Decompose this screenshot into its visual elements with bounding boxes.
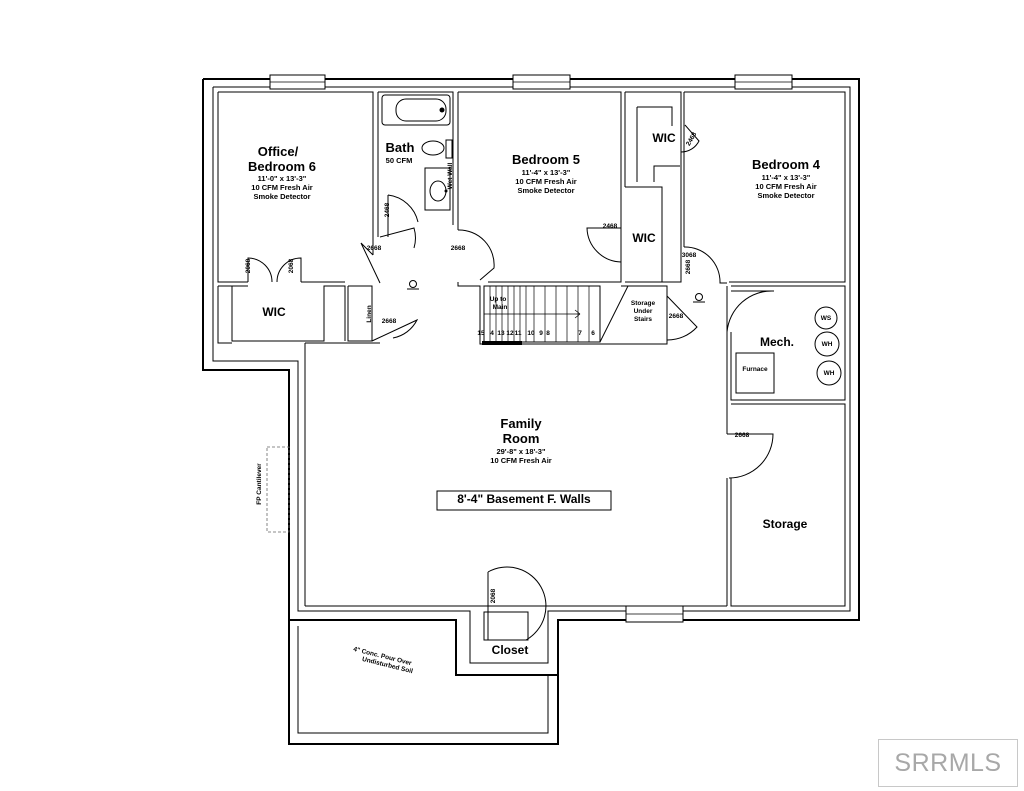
door-size-label: 2668 <box>669 313 684 320</box>
wall-note: 8'-4" Basement F. Walls <box>457 492 591 506</box>
linen-label: Linen <box>366 305 373 322</box>
office-dims: 11'-0" x 13'-3" <box>258 174 307 183</box>
door-size-label: 2468 <box>603 223 618 230</box>
doors <box>247 124 775 641</box>
fixtures <box>381 94 842 394</box>
bedroom5-dims: 11'-4" x 13'-3" <box>522 168 571 177</box>
wic-office-label: WIC <box>262 305 286 319</box>
office-title-1: Office/ <box>258 144 299 159</box>
cantilever-outline <box>266 446 290 533</box>
smoke-detector-icon <box>693 293 705 303</box>
door-size-label: 2668 <box>685 259 692 274</box>
wh2-label: WH <box>824 370 835 377</box>
wall-note-box <box>436 490 612 511</box>
stairs <box>482 285 629 345</box>
bedroom4-air: 10 CFM Fresh Air <box>755 182 816 191</box>
bath-wet-wall: Wet Wall <box>447 162 454 189</box>
furnace-label: Furnace <box>742 366 768 373</box>
door-size-label: 2668 <box>735 432 750 439</box>
step-number: 10 <box>527 330 535 337</box>
watermark: SRRMLS <box>878 739 1018 787</box>
bath-cfm: 50 CFM <box>386 156 413 165</box>
door-size-label: 2468 <box>384 202 391 217</box>
wic-b4-label: WIC <box>632 231 656 245</box>
wic-b5-label: WIC <box>652 131 676 145</box>
step-number: 8 <box>546 330 550 337</box>
door-size-label: 3068 <box>682 252 697 259</box>
office-air: 10 CFM Fresh Air <box>251 183 312 192</box>
ws-label: WS <box>821 315 832 322</box>
family-title-2: Room <box>503 431 540 446</box>
family-title-1: Family <box>500 416 542 431</box>
bedroom5-air: 10 CFM Fresh Air <box>515 177 576 186</box>
bedroom4-title: Bedroom 4 <box>752 157 821 172</box>
door-size-label: 2068 <box>490 588 497 603</box>
smoke-detector-icon <box>407 280 419 290</box>
step-number: 15 <box>477 330 485 337</box>
closet-label: Closet <box>492 643 529 657</box>
family-dims: 29'-8" x 18'-3" <box>496 447 545 456</box>
windows <box>269 74 793 623</box>
wh1-label: WH <box>822 341 833 348</box>
bedroom5-smoke: Smoke Detector <box>517 186 574 195</box>
mech-label: Mech. <box>760 335 794 349</box>
storage-under-2: Under <box>634 308 653 315</box>
door-size-label: 2068 <box>245 258 252 273</box>
step-number: 9 <box>539 330 543 337</box>
bedroom4-dims: 11'-4" x 13'-3" <box>762 173 811 182</box>
stairs-label-2: Main <box>493 304 508 311</box>
bedroom5-title: Bedroom 5 <box>512 152 580 167</box>
cantilever-label: FP Cantilever <box>256 463 263 505</box>
step-number: 11 <box>515 330 522 337</box>
step-number: 13 <box>497 330 505 337</box>
door-size-label: 2668 <box>382 318 397 325</box>
storage-under-3: Stairs <box>634 316 652 323</box>
labels: Office/ Bedroom 6 11'-0" x 13'-3" 10 CFM… <box>245 131 835 675</box>
door-size-label: 2068 <box>288 258 295 273</box>
door-size-label: 2668 <box>367 245 382 252</box>
family-air: 10 CFM Fresh Air <box>490 456 551 465</box>
stairs-label-1: Up to <box>490 296 507 303</box>
watermark-text: SRRMLS <box>894 748 1002 777</box>
door-size-label: 2668 <box>451 245 466 252</box>
office-smoke: Smoke Detector <box>253 192 310 201</box>
bath-title: Bath <box>386 140 415 155</box>
step-number: 4 <box>490 330 494 337</box>
bedroom4-smoke: Smoke Detector <box>757 191 814 200</box>
step-number: 7 <box>578 330 582 337</box>
step-number: 12 <box>506 330 514 337</box>
storage-label: Storage <box>763 517 808 531</box>
office-title-2: Bedroom 6 <box>248 159 316 174</box>
step-number: 6 <box>591 330 595 337</box>
storage-under-1: Storage <box>631 300 656 307</box>
interior-walls <box>217 91 846 607</box>
